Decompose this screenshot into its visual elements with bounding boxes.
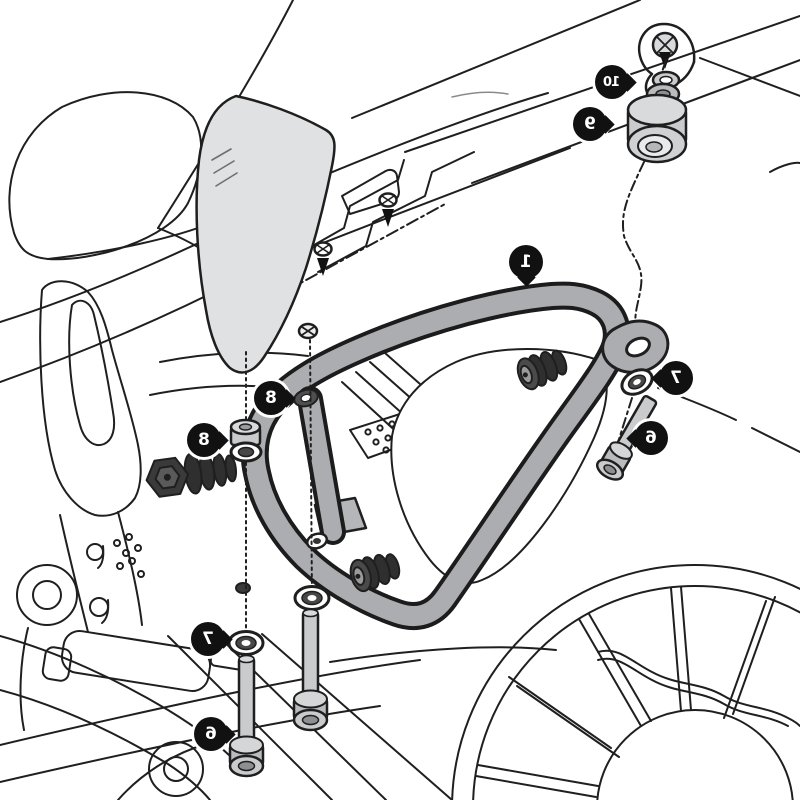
callout-spacer-bushing-upper: 8 — [254, 381, 288, 415]
frame-post — [297, 386, 368, 545]
bolt-bottom-right — [292, 608, 329, 732]
cable-line — [597, 649, 800, 727]
pannier-stud-top — [516, 349, 568, 391]
washer-bottom-left — [227, 630, 265, 656]
callout-bolt-right: 6 — [634, 421, 668, 455]
pannier-stud-bottom — [349, 553, 401, 593]
down-arrow-icon — [382, 209, 394, 227]
bushing-washer — [229, 441, 263, 463]
callout-number: 1 — [520, 251, 532, 272]
callout-washer-right: 7 — [659, 361, 693, 395]
frame-eyelet — [601, 319, 670, 374]
dot-cluster — [113, 533, 145, 578]
callout-number: 6 — [645, 427, 657, 448]
spacer-bushing — [229, 418, 262, 447]
passenger-seat — [8, 91, 215, 261]
heel-plate-hooks — [86, 543, 110, 624]
callout-number: 8 — [198, 429, 210, 450]
rubber-spacer — [626, 93, 688, 164]
callout-holder-frame: 1 — [509, 245, 543, 279]
hook-bolt — [651, 31, 679, 69]
wheel-spokes — [475, 586, 776, 798]
callout-number: 8 — [265, 387, 277, 408]
fixing-screw-top — [378, 192, 398, 227]
fender-curve — [657, 387, 800, 453]
callout-rubber-spacer: 9 — [573, 107, 607, 141]
callout-number: 7 — [670, 367, 682, 388]
callout-top-screw-and-washer: 10 — [595, 65, 629, 99]
axis-mid-dotted — [309, 339, 313, 599]
plate-hatch — [211, 148, 238, 187]
callout-number: 9 — [584, 113, 596, 134]
hinge-axis-line — [285, 202, 448, 292]
bolt-bottom-left — [228, 654, 265, 778]
plate-screw — [297, 322, 319, 340]
mounting-plate — [195, 94, 336, 374]
callout-number: 7 — [202, 628, 214, 649]
swingarm-lines — [0, 646, 557, 783]
washer-bottom-right — [293, 585, 331, 611]
footpeg-hanger — [16, 280, 143, 731]
down-arrow-icon — [317, 258, 329, 276]
fixing-screw-bottom — [313, 241, 333, 276]
callout-spacer-bushing-lower: 8 — [187, 423, 221, 457]
callout-bolt-bottom-left: 6 — [194, 717, 228, 751]
upper-spacer-ring — [293, 388, 319, 408]
callout-washer-bottom-left: 7 — [191, 622, 225, 656]
pannier-stud-left-hex — [145, 452, 238, 498]
callout-number: 10 — [603, 74, 621, 90]
callout-number: 6 — [205, 723, 217, 744]
washer-right — [620, 368, 654, 396]
airbox-panel — [390, 348, 608, 585]
bolt-right — [595, 394, 658, 481]
frame-bottom-holes — [235, 532, 329, 594]
rear-rail-lines — [351, 0, 800, 184]
rear-wheel — [451, 564, 800, 800]
